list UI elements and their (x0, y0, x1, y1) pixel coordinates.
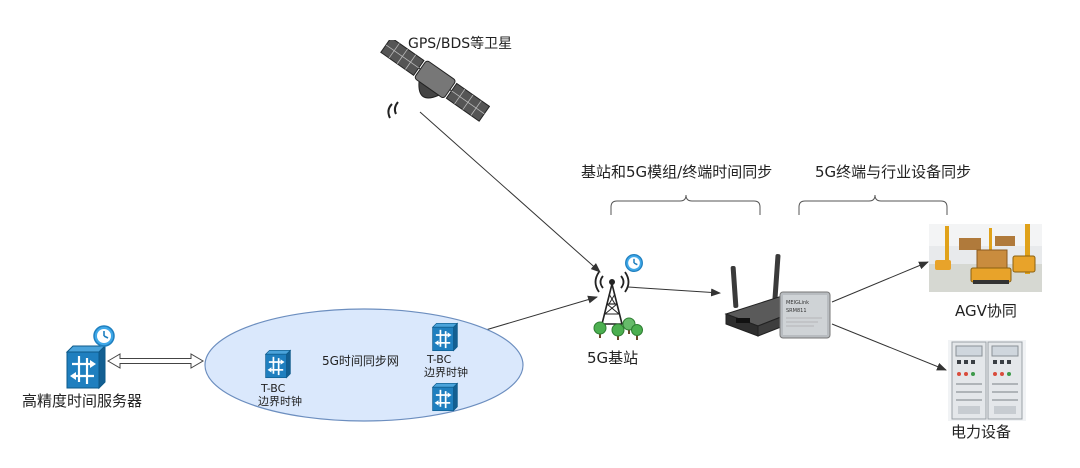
tower-clock-icon (625, 254, 643, 272)
tbc-left-line2: 边界时钟 (258, 395, 302, 408)
brace-left-label: 基站和5G模组/终端时间同步 (581, 163, 773, 181)
brace-left (610, 194, 761, 215)
tbc-right-switch-icon (431, 322, 459, 352)
brace-right (798, 194, 948, 215)
satellite-icon (380, 40, 490, 122)
tbc-left-switch-icon (264, 349, 292, 379)
tbc-right-line1: T-BC (427, 353, 452, 366)
satellite-to-tower-line (419, 111, 601, 273)
svg-text:MEIGLink: MEIGLink (786, 300, 809, 306)
tbc-right-line2: 边界时钟 (424, 366, 468, 379)
5g-module-icon: MEIGLink SRM811 (779, 291, 831, 339)
power-cabinet-photo (948, 340, 1026, 421)
router-to-agv-line (831, 261, 929, 303)
power-label: 电力设备 (951, 423, 1012, 441)
agv-photo (929, 224, 1042, 292)
server-switch-icon (65, 344, 107, 390)
svg-text:SRM811: SRM811 (786, 308, 807, 314)
tbc-left-line1: T-BC (261, 382, 286, 395)
trees-icon (593, 317, 643, 340)
satellite-label: GPS/BDS等卫星 (408, 36, 513, 52)
base-station-label: 5G基站 (587, 349, 639, 367)
agv-label: AGV协同 (955, 302, 1017, 320)
clock-icon (93, 325, 115, 347)
brace-right-label: 5G终端与行业设备同步 (815, 163, 972, 181)
tower-icon (593, 271, 643, 340)
bidirectional-arrow (107, 353, 204, 369)
router-to-power-line (831, 323, 947, 371)
router-icon: MEIGLink SRM811 (724, 254, 831, 339)
network-label: 5G时间同步网 (322, 354, 399, 368)
tower-to-router-line (627, 286, 721, 297)
network-switch-icon (431, 382, 459, 412)
server-label: 高精度时间服务器 (22, 392, 143, 410)
